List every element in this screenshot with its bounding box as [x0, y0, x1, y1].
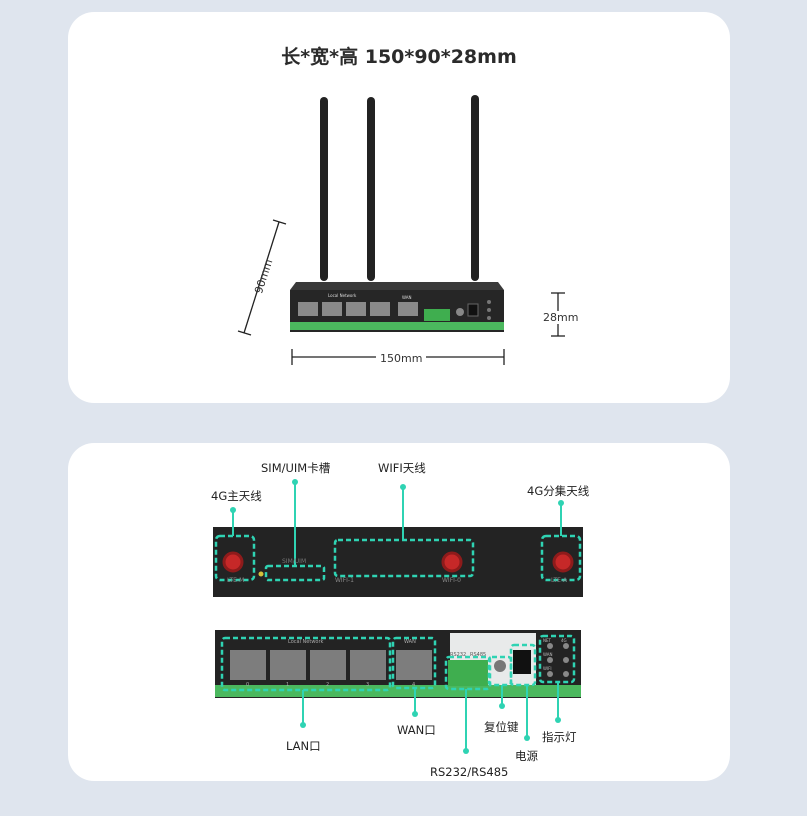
width-label: 150mm: [376, 352, 427, 365]
callout-diversity-antenna: 4G分集天线: [527, 484, 590, 498]
dimension-lines: [237, 219, 565, 365]
router-front-panel-ports: [215, 630, 581, 698]
callout-lines: [232, 482, 562, 751]
power-box: [509, 643, 537, 687]
print-wifi-1: WIFI-1: [335, 577, 354, 584]
dimensions-title: 长*宽*高 150*90*28mm: [281, 46, 517, 68]
print-port-2: 2: [326, 682, 329, 688]
print-led-net: NET: [543, 638, 552, 643]
height-label: 28mm: [541, 311, 581, 324]
callout-reset: 复位键: [484, 720, 519, 734]
print-port-0: 0: [246, 682, 249, 688]
lan-box: [220, 636, 392, 692]
print-lte-a: LTE-A: [551, 577, 568, 584]
print-led-wifi: WIFI: [543, 666, 552, 671]
callout-sim-slot: SIM/UIM卡槽: [261, 461, 331, 475]
print-rs485: RS485: [470, 652, 486, 658]
callout-power: 电源: [515, 749, 538, 763]
main-antenna-box: [214, 534, 256, 582]
antenna-left: [320, 97, 328, 281]
diversity-antenna-box: [540, 534, 582, 582]
callout-lan: LAN口: [286, 739, 321, 753]
serial-box: [444, 655, 492, 691]
print-led-4g: 4G: [561, 638, 567, 643]
print-wan: WAN: [402, 295, 411, 300]
callout-dots: [230, 479, 564, 754]
reset-box: [487, 655, 513, 687]
print-wan-2: WAN: [404, 639, 416, 645]
antenna-middle: [367, 97, 375, 281]
print-led-wan: WAN: [543, 652, 552, 657]
print-sim-uim: SIM/UIM: [282, 558, 306, 565]
print-local-network: Local Network: [328, 293, 357, 298]
antenna-right: [471, 95, 479, 281]
router-3d-image: [290, 95, 504, 332]
callout-main-antenna: 4G主天线: [211, 489, 262, 503]
print-lte-m: LTE-M: [227, 577, 244, 584]
print-port-1: 1: [286, 682, 289, 688]
callout-serial: RS232/RS485: [430, 765, 509, 779]
dimensions-card: 长*宽*高 150*90*28mm: [68, 12, 730, 403]
print-rs232: RS232: [450, 652, 466, 658]
callout-wifi-antenna: WIFI天线: [378, 461, 426, 475]
print-port-4: 4: [412, 682, 415, 688]
print-port-3: 3: [366, 682, 369, 688]
callout-indicator: 指示灯: [542, 730, 577, 744]
ports-card: [68, 443, 730, 781]
callout-wan: WAN口: [397, 723, 436, 737]
router-back-panel: [213, 527, 583, 597]
print-wifi-0: WIFI-0: [442, 577, 461, 584]
print-local-network-2: Local Network: [288, 639, 324, 645]
router-green-strip: [290, 322, 504, 330]
